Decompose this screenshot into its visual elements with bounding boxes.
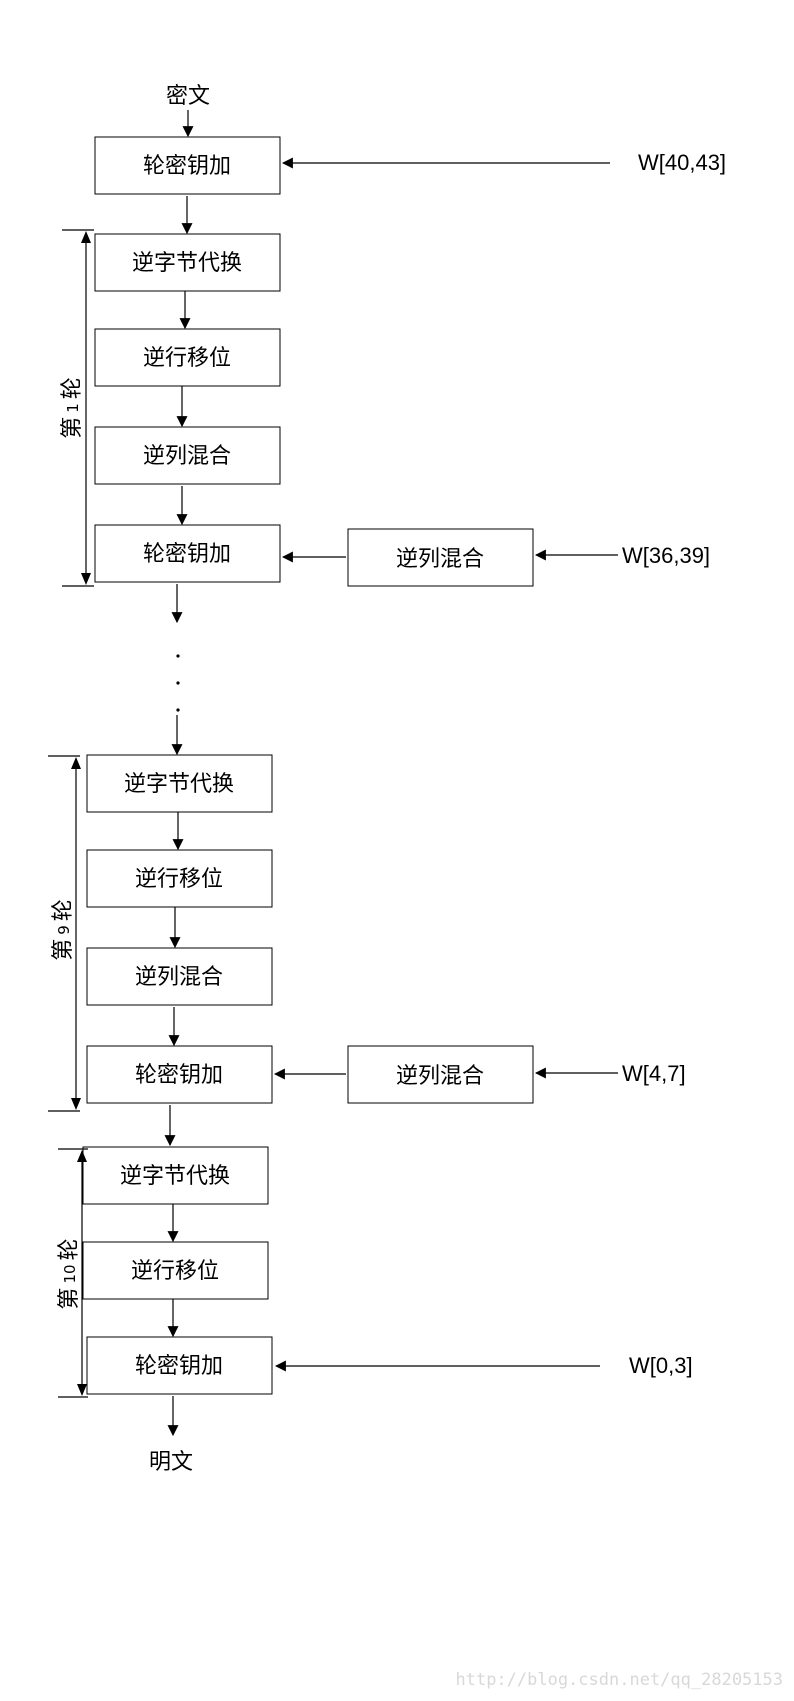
add-round-key-label: 轮密钥加 bbox=[143, 154, 231, 179]
round-10-inv-shift-rows: 逆行移位 bbox=[82, 1241, 269, 1300]
round-10-bracket bbox=[58, 1148, 88, 1398]
inv-mix-columns-label: 逆列混合 bbox=[396, 547, 484, 572]
round-1-inv-shift-rows: 逆行移位 bbox=[94, 328, 281, 387]
round-10-label: 第10轮 bbox=[57, 1238, 82, 1309]
inv-mix-columns-label: 逆列混合 bbox=[135, 965, 223, 990]
inv-mix-columns-label: 逆列混合 bbox=[396, 1064, 484, 1089]
round-1-add-round-key: 轮密钥加 bbox=[94, 524, 281, 583]
ellipsis-dot-3 bbox=[176, 708, 180, 712]
watermark-text: http://blog.csdn.net/qq_28205153 bbox=[455, 1670, 783, 1690]
add-round-key-label: 轮密钥加 bbox=[143, 542, 231, 567]
inv-sub-bytes-label: 逆字节代换 bbox=[124, 772, 234, 797]
round-10-inv-sub-bytes: 逆字节代换 bbox=[82, 1146, 269, 1205]
ellipsis-dot-2 bbox=[176, 681, 180, 685]
round-10-add-round-key: 轮密钥加 bbox=[86, 1336, 273, 1395]
round-9-inv-mix-columns: 逆列混合 bbox=[86, 947, 273, 1006]
key-label-w36-39: W[36,39] bbox=[622, 543, 710, 568]
round-1-label: 第1轮 bbox=[60, 377, 85, 439]
ellipsis-dot-1 bbox=[176, 654, 180, 658]
plaintext-label: 明文 bbox=[149, 1450, 193, 1475]
inv-mix-columns-label: 逆列混合 bbox=[143, 444, 231, 469]
inv-shift-rows-label: 逆行移位 bbox=[135, 867, 223, 892]
key-transform-inv-mix-columns-1: 逆列混合 bbox=[347, 528, 534, 587]
inv-sub-bytes-label: 逆字节代换 bbox=[120, 1164, 230, 1189]
inv-sub-bytes-label: 逆字节代换 bbox=[132, 251, 242, 276]
inv-shift-rows-label: 逆行移位 bbox=[143, 346, 231, 371]
key-transform-inv-mix-columns-9: 逆列混合 bbox=[347, 1045, 534, 1104]
round-9-label: 第9轮 bbox=[51, 899, 76, 961]
add-round-key-label: 轮密钥加 bbox=[135, 1354, 223, 1379]
add-round-key-initial: 轮密钥加 bbox=[94, 136, 281, 195]
add-round-key-label: 轮密钥加 bbox=[135, 1063, 223, 1088]
key-label-w0-3: W[0,3] bbox=[629, 1353, 693, 1378]
round-1-inv-sub-bytes: 逆字节代换 bbox=[94, 233, 281, 292]
key-label-w40-43: W[40,43] bbox=[638, 150, 726, 175]
inv-shift-rows-label: 逆行移位 bbox=[131, 1259, 219, 1284]
key-label-w4-7: W[4,7] bbox=[622, 1061, 686, 1086]
round-9-bracket bbox=[48, 755, 81, 1112]
round-1-bracket bbox=[62, 229, 94, 587]
round-9-inv-sub-bytes: 逆字节代换 bbox=[86, 754, 273, 813]
ciphertext-label: 密文 bbox=[166, 84, 210, 109]
round-9-inv-shift-rows: 逆行移位 bbox=[86, 849, 273, 908]
round-1-inv-mix-columns: 逆列混合 bbox=[94, 426, 281, 485]
round-9-add-round-key: 轮密钥加 bbox=[86, 1045, 273, 1104]
